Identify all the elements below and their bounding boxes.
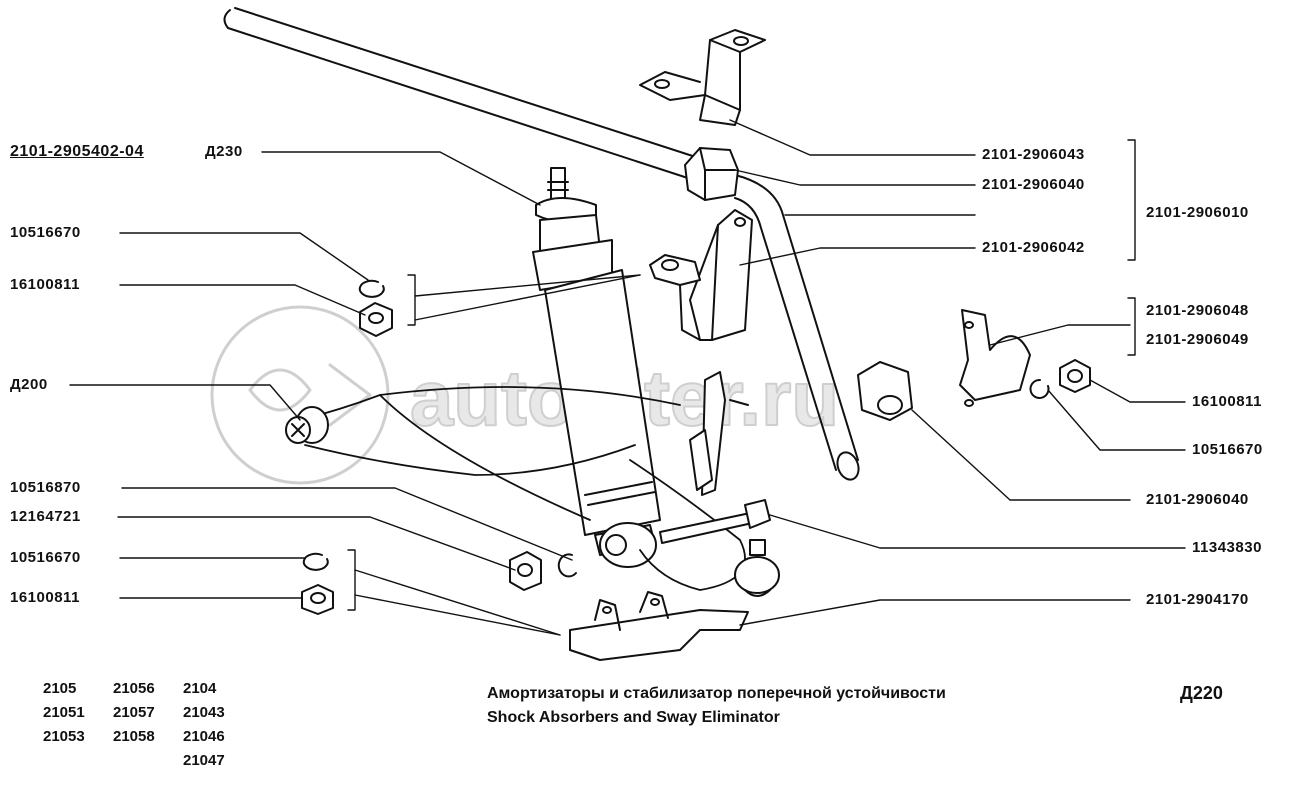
label-2101-2906010: 2101-2906010 xyxy=(1146,204,1249,221)
upper-bracket xyxy=(639,29,766,126)
caption-english: Shock Absorbers and Sway Eliminator xyxy=(487,709,780,726)
main-part-number: 2101-2905402-04 xyxy=(10,143,144,160)
main-part-ref: Д230 xyxy=(205,143,243,160)
lower-nut-a xyxy=(509,551,542,591)
label-16100811-upper: 16100811 xyxy=(10,276,80,293)
model-col1-row3: 21053 xyxy=(43,728,85,745)
right-nut xyxy=(1059,359,1091,393)
model-col1-row2: 21051 xyxy=(43,704,85,721)
bottom-bracket xyxy=(569,591,749,661)
model-col3-row4: 21047 xyxy=(183,752,225,769)
upper-washer xyxy=(358,279,385,298)
right-washer xyxy=(1029,378,1050,399)
model-col2-row3: 21058 xyxy=(113,728,155,745)
right-cushion xyxy=(857,361,913,421)
model-col3-row3: 21046 xyxy=(183,728,225,745)
pivot-bolt xyxy=(285,406,329,444)
right-clamp xyxy=(959,309,1031,407)
label-d200: Д200 xyxy=(10,376,48,393)
label-2101-2906040-bottom: 2101-2906040 xyxy=(1146,491,1249,508)
label-10516670-lower: 10516670 xyxy=(10,549,81,566)
caption-russian: Амортизаторы и стабилизатор поперечной у… xyxy=(487,685,946,702)
bar-cushion xyxy=(684,147,739,201)
lower-washer-b xyxy=(302,552,329,571)
watermark-logo xyxy=(210,305,390,485)
label-2101-2906040-top: 2101-2906040 xyxy=(982,176,1085,193)
stabilizer-bar xyxy=(223,7,860,481)
label-16100811-lower: 16100811 xyxy=(10,589,80,606)
mid-bracket xyxy=(649,209,753,341)
shock-absorber xyxy=(532,167,661,568)
ball-joint xyxy=(659,499,780,597)
model-col3-row2: 21043 xyxy=(183,704,225,721)
label-11343830: 11343830 xyxy=(1192,539,1262,556)
model-col3-row1: 2104 xyxy=(183,680,217,697)
model-col2-row1: 21056 xyxy=(113,680,155,697)
label-2101-2906048: 2101-2906048 xyxy=(1146,302,1249,319)
label-2101-2906043: 2101-2906043 xyxy=(982,146,1085,163)
lower-washer-a xyxy=(557,553,577,578)
model-col1-row1: 2105 xyxy=(43,680,77,697)
label-16100811-right: 16100811 xyxy=(1192,393,1262,410)
label-2101-2906049: 2101-2906049 xyxy=(1146,331,1249,348)
leader-lines xyxy=(69,119,1186,636)
upper-nut xyxy=(359,302,393,337)
label-10516670-right: 10516670 xyxy=(1192,441,1263,458)
model-col2-row2: 21057 xyxy=(113,704,155,721)
label-2101-2904170: 2101-2904170 xyxy=(1146,591,1249,608)
label-2101-2906042: 2101-2906042 xyxy=(982,239,1085,256)
link-plate xyxy=(689,371,749,496)
label-10516670-upper: 10516670 xyxy=(10,224,81,241)
page-code: Д220 xyxy=(1180,683,1223,703)
label-12164721: 12164721 xyxy=(10,508,81,525)
lower-nut-b xyxy=(301,584,334,615)
label-10516870: 10516870 xyxy=(10,479,81,496)
